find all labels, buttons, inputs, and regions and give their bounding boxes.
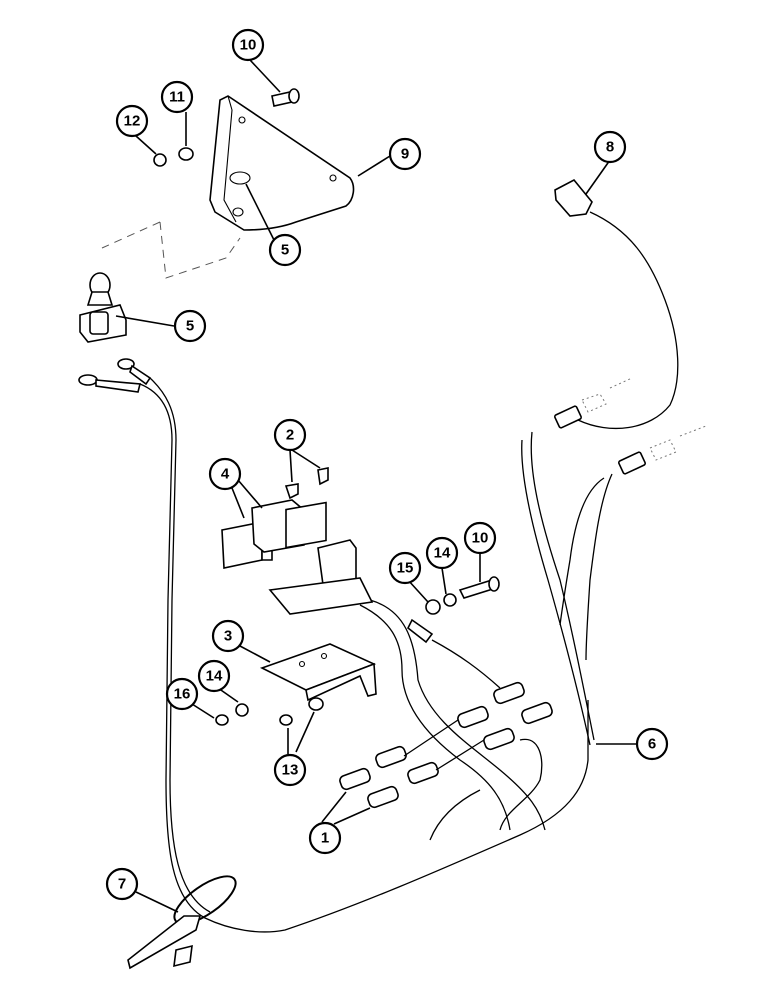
callout-12-label: 12 <box>124 113 141 130</box>
callout-10-lower: 10 <box>463 521 497 555</box>
callout-10-top: 10 <box>231 28 265 62</box>
callout-14-left: 14 <box>197 659 231 693</box>
relay-set <box>221 499 374 615</box>
cable-tie <box>127 875 237 970</box>
callout-8-label: 8 <box>606 139 614 156</box>
callout-16-label: 16 <box>174 686 191 703</box>
callout-5-switch: 5 <box>173 309 207 343</box>
callout-16: 16 <box>165 677 199 711</box>
callout-5-bracket-label: 5 <box>281 242 289 259</box>
callout-14-right: 14 <box>425 536 459 570</box>
callout-15-label: 15 <box>397 560 414 577</box>
callout-4-label: 4 <box>221 466 230 483</box>
callout-13-label: 13 <box>282 762 299 779</box>
plug-connector-upper <box>554 377 633 429</box>
hardware-fasteners <box>153 88 500 726</box>
callout-10-lower-label: 10 <box>472 530 489 547</box>
callout-14-left-label: 14 <box>206 668 223 685</box>
callout-6-label: 6 <box>648 736 656 753</box>
callout-15: 15 <box>388 551 422 585</box>
callout-2-label: 2 <box>286 427 294 444</box>
ring-terminals <box>78 358 152 393</box>
callout-3-label: 3 <box>224 628 232 645</box>
switch <box>79 272 127 343</box>
end-connector <box>554 178 593 217</box>
callout-7: 7 <box>105 867 139 901</box>
callout-1-label: 1 <box>321 830 329 847</box>
callout-5-bracket: 5 <box>268 233 302 267</box>
callout-7-label: 7 <box>118 876 126 893</box>
callout-14-right-label: 14 <box>434 545 451 562</box>
callout-8: 8 <box>593 130 627 164</box>
main-wiring-harness <box>139 211 679 933</box>
callout-5-switch-label: 5 <box>186 318 194 335</box>
callout-6: 6 <box>635 727 669 761</box>
mounting-bracket <box>101 95 355 279</box>
callout-10-top-label: 10 <box>240 37 257 54</box>
bullet-connectors <box>339 681 553 809</box>
callout-1: 1 <box>308 821 342 855</box>
callout-12: 12 <box>115 104 149 138</box>
plug-connector-lower <box>618 425 707 475</box>
relay-bracket-plate <box>259 643 377 702</box>
callout-13: 13 <box>273 753 307 787</box>
callout-2: 2 <box>273 418 307 452</box>
callout-3: 3 <box>211 619 245 653</box>
callout-11-label: 11 <box>169 89 185 106</box>
leader-lines <box>115 59 636 913</box>
callout-4: 4 <box>208 457 242 491</box>
callout-9: 9 <box>388 137 422 171</box>
callout-11: 11 <box>160 80 194 114</box>
callout-9-label: 9 <box>401 146 409 163</box>
